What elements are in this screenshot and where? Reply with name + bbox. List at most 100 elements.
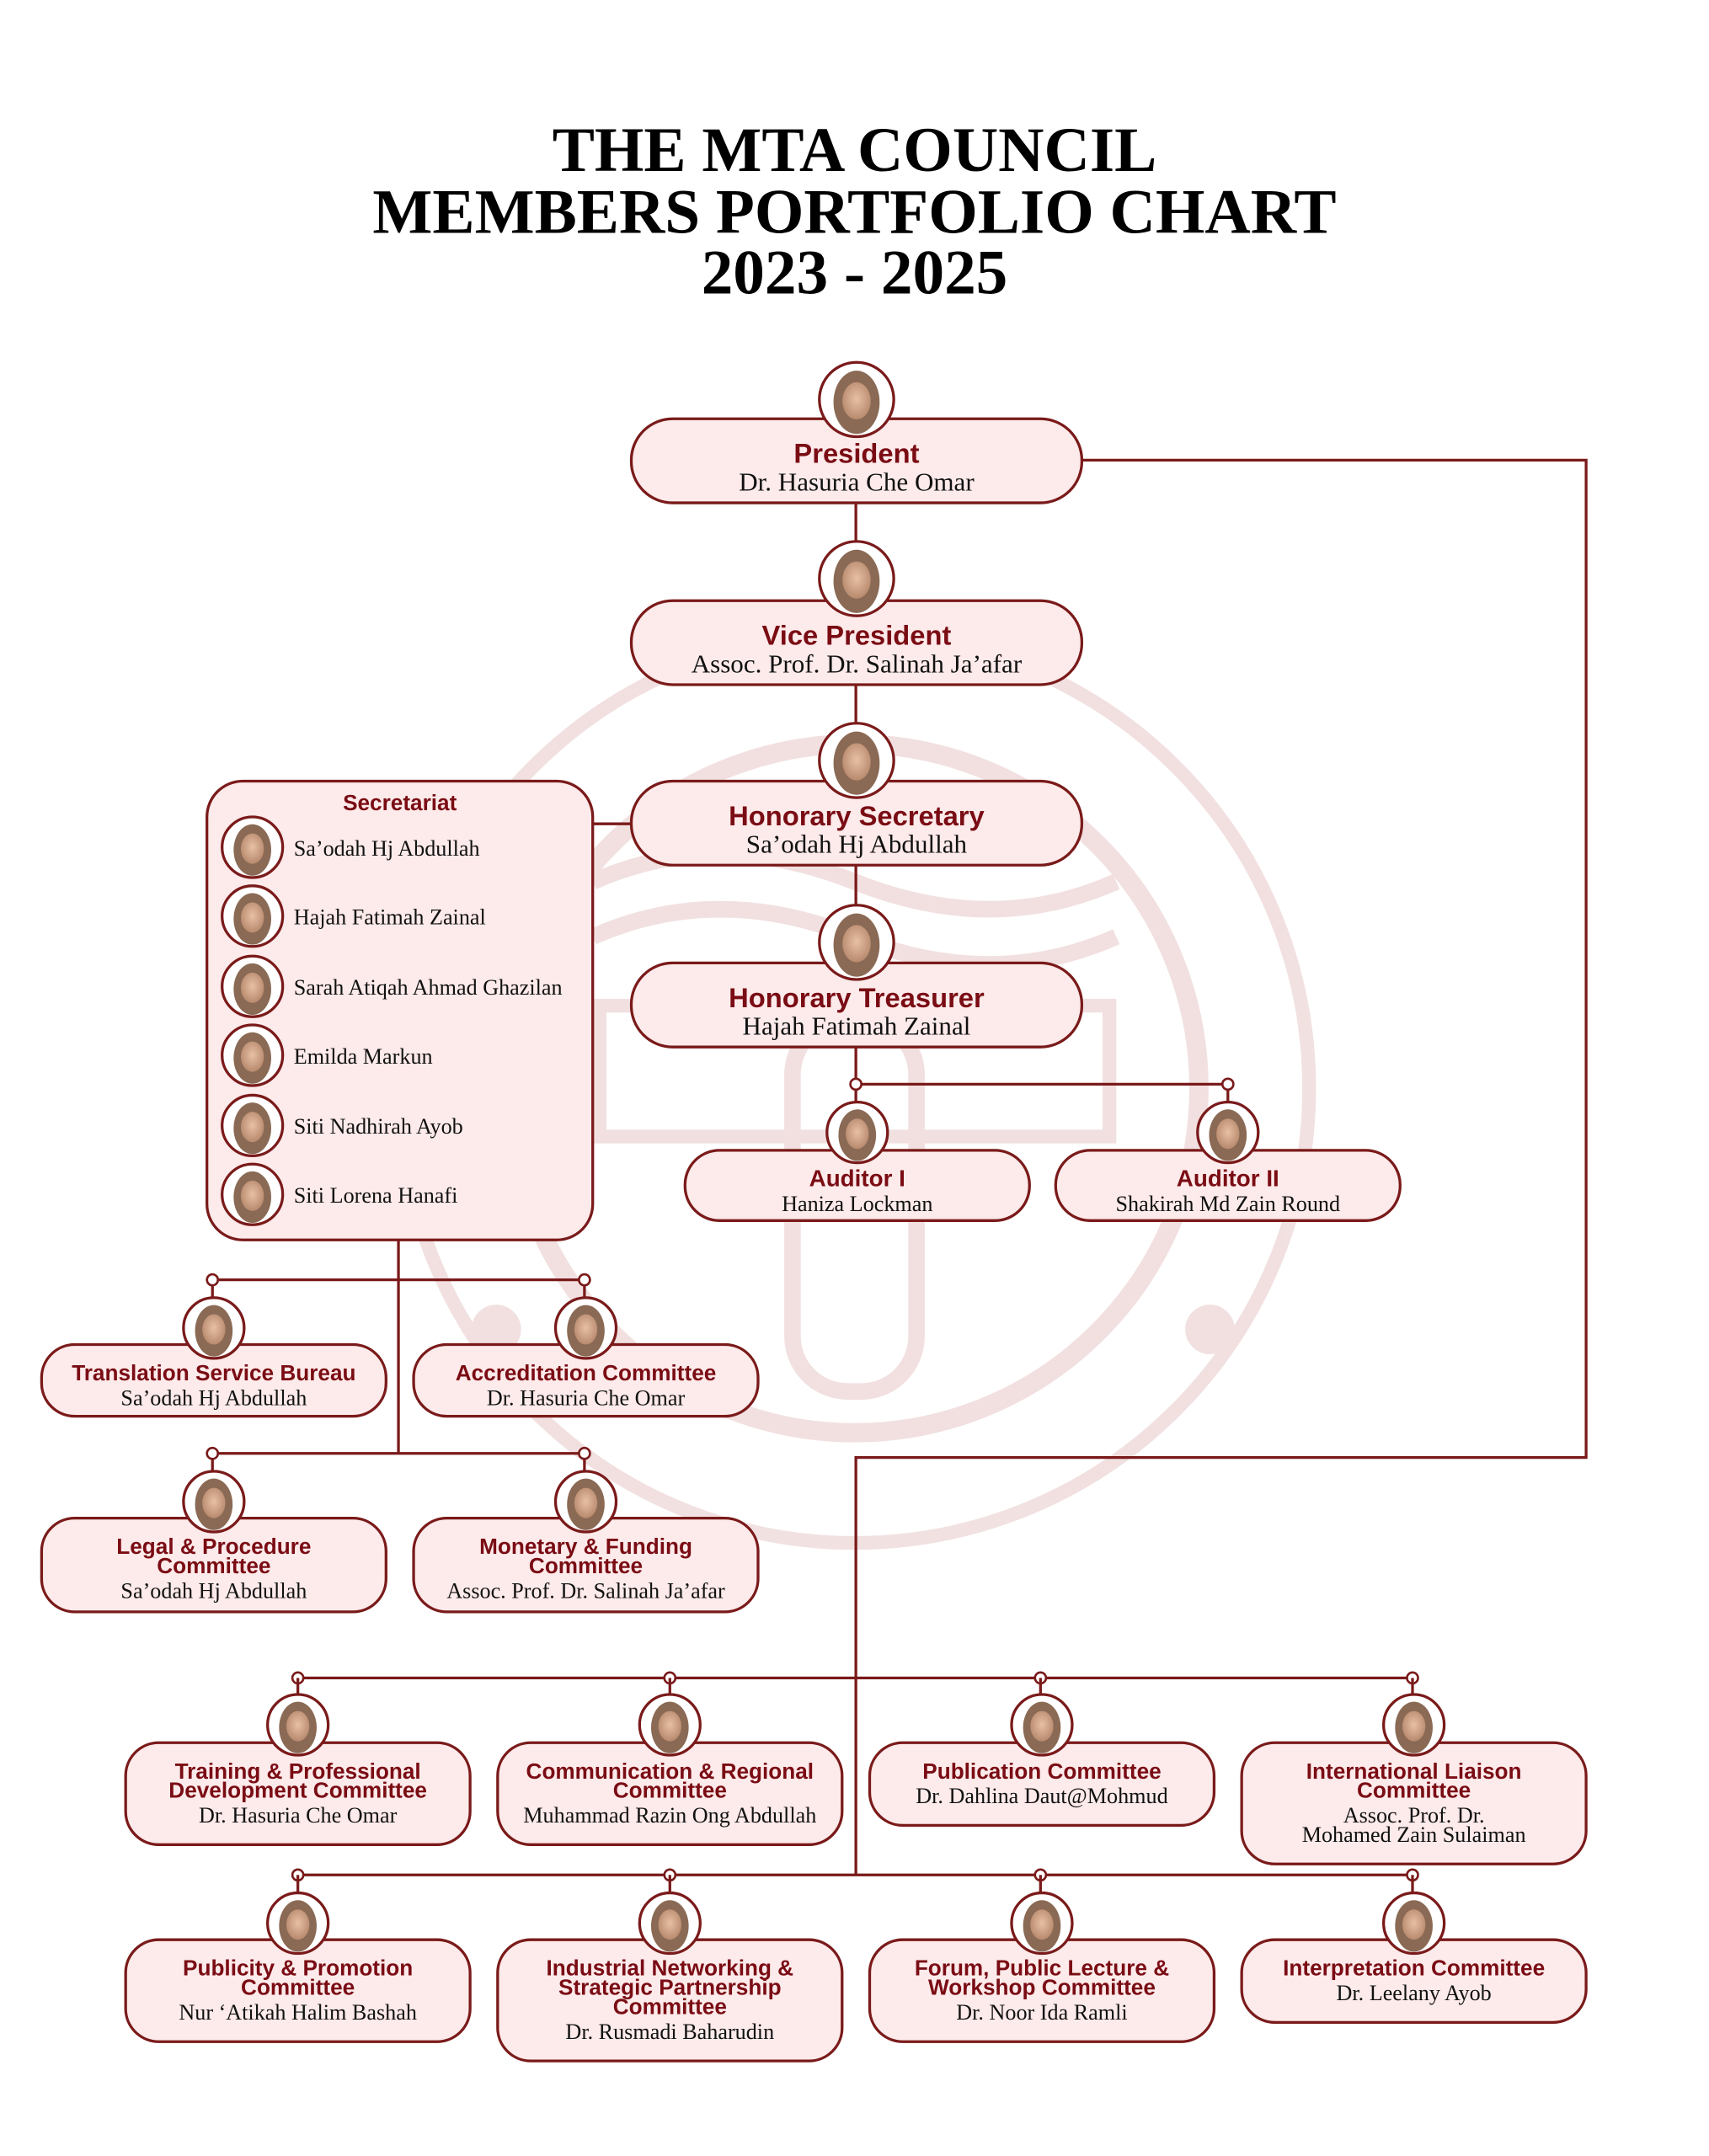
member-name: Dr. Rusmadi Baharudin [565,2020,774,2044]
role-title: Committee [1357,1778,1471,1803]
member-photo [818,904,895,981]
role-title: Committee [157,1553,270,1578]
secretariat-member: Emilda Markun [221,1023,433,1087]
member-name: Dr. Dahlina Daut@Mohmud [916,1784,1167,1808]
member-name: Mohamed Zain Sulaiman [1302,1822,1526,1847]
connector-node [849,1077,863,1091]
member-photo [818,360,895,439]
role-title: Workshop Committee [928,1975,1156,2000]
member-photo [182,1296,246,1360]
member-photo [1382,1891,1446,1956]
member-photo [1196,1100,1260,1165]
role-title: Vice President [762,620,952,651]
role-title: Monetary & Funding [479,1534,692,1559]
member-photo [221,1093,285,1158]
member-photo [818,540,895,617]
member-photo [553,1470,618,1534]
role-title: Committee [241,1975,355,2000]
member-name: Sarah Atiqah Ahmad Ghazilan [294,975,563,1000]
member-photo [825,1100,889,1165]
member-photo [182,1470,246,1534]
member-name: Hajah Fatimah Zainal [294,905,486,930]
committee-node[interactable]: Communication & RegionalCommitteeMuhamma… [496,1693,844,1846]
member-name: Sa’odah Hj Abdullah [120,1385,307,1410]
role-title: Auditor II [1177,1165,1279,1191]
secretariat-member: Siti Lorena Hanafi [221,1162,457,1226]
role-title: Committee [613,1994,727,2020]
role-title: Committee [529,1553,643,1578]
member-photo [1382,1693,1446,1757]
title-line-3: 2023 - 2025 [702,237,1008,307]
role-title: Publication Committee [922,1758,1161,1784]
member-photo [638,1891,702,1956]
member-name: Dr. Leelany Ayob [1336,1981,1491,2005]
member-photo [638,1693,702,1757]
role-title: Honorary Secretary [729,800,985,831]
member-name: Siti Nadhirah Ayob [294,1114,463,1139]
member-photo [221,884,285,948]
member-photo [1010,1891,1074,1956]
member-name: Dr. Hasuria Che Omar [739,467,975,496]
member-name: Assoc. Prof. Dr. Salinah Ja’afar [692,648,1023,678]
role-title: Publicity & Promotion [183,1956,413,1981]
role-title: Honorary Treasurer [729,982,985,1013]
role-title: Training & Professional [175,1758,421,1784]
role-title: Industrial Networking & [547,1956,794,1981]
member-photo [266,1891,330,1956]
connector-node [1220,1077,1235,1091]
member-photo [1010,1693,1074,1757]
member-name: Assoc. Prof. Dr. Salinah Ja’afar [446,1579,725,1604]
role-title: Translation Service Bureau [72,1360,355,1385]
member-name: Dr. Hasuria Che Omar [487,1385,686,1410]
member-photo [266,1693,330,1757]
role-title: International Liaison [1306,1758,1522,1784]
member-photo [818,722,895,799]
member-name: Haniza Lockman [782,1192,932,1216]
role-title: Strategic Partnership [558,1975,782,2000]
member-name: Assoc. Prof. Dr. [1343,1803,1485,1828]
role-title: Development Committee [168,1778,427,1803]
committee-node[interactable]: Forum, Public Lecture &Workshop Committe… [868,1891,1216,2043]
title-line-2: MEMBERS PORTFOLIO CHART [372,177,1336,247]
member-name: Shakirah Md Zain Round [1115,1192,1340,1216]
member-photo [553,1296,618,1360]
member-photo [221,1023,285,1087]
member-photo [221,815,285,879]
secretariat-member: Sa’odah Hj Abdullah [221,815,480,879]
role-title: Interpretation Committee [1283,1956,1545,1981]
role-title: Accreditation Committee [456,1360,717,1385]
role-title: Legal & Procedure [116,1534,311,1559]
member-name: Hajah Fatimah Zainal [743,1011,971,1040]
connector-node [206,1273,220,1287]
role-title: Auditor I [809,1165,905,1191]
member-name: Sa’odah Hj Abdullah [746,830,968,859]
secretariat-member: Sarah Atiqah Ahmad Ghazilan [221,954,563,1018]
member-name: Dr. Hasuria Che Omar [199,1803,398,1828]
secretariat-member: Hajah Fatimah Zainal [221,884,486,948]
connector-node [578,1446,591,1460]
role-title: President [793,438,919,469]
connector-node [206,1446,220,1460]
role-title: Forum, Public Lecture & [915,1956,1169,1981]
committee-node[interactable]: Industrial Networking &Strategic Partner… [496,1891,844,2063]
member-name: Emilda Markun [294,1044,433,1069]
member-photo [221,954,285,1018]
title-line-1: THE MTA COUNCIL [553,115,1157,185]
